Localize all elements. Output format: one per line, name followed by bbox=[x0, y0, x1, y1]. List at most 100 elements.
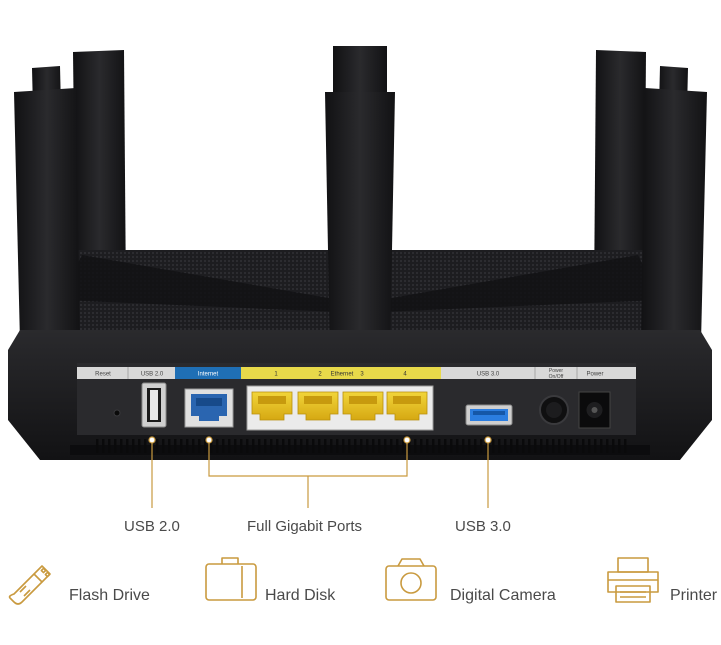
vent-slot bbox=[276, 439, 279, 453]
vent-slot bbox=[528, 439, 531, 453]
label-eth-3: 3 bbox=[360, 372, 364, 378]
vent-slot bbox=[450, 439, 453, 453]
vent-slot bbox=[534, 439, 537, 453]
device-digital-camera-label: Digital Camera bbox=[450, 587, 556, 604]
vent-slot bbox=[186, 439, 189, 453]
vent-slot bbox=[618, 439, 621, 453]
usb2-port[interactable] bbox=[141, 382, 167, 428]
vent-slot bbox=[606, 439, 609, 453]
vent-slot bbox=[282, 439, 285, 453]
vent-slot bbox=[114, 439, 117, 453]
vent-slots bbox=[96, 439, 627, 453]
vent-slot bbox=[420, 439, 423, 453]
callout-lines bbox=[148, 436, 492, 508]
label-reset: Reset bbox=[95, 372, 111, 378]
vent-slot bbox=[342, 439, 345, 453]
vent-slot bbox=[492, 439, 495, 453]
vent-slot bbox=[162, 439, 165, 453]
vent-slot bbox=[138, 439, 141, 453]
antenna-center-front bbox=[325, 92, 395, 355]
vent-slot bbox=[594, 439, 597, 453]
ethernet-port-3[interactable] bbox=[342, 391, 384, 421]
callout-usb2: USB 2.0 bbox=[124, 518, 180, 535]
vent-slot bbox=[612, 439, 615, 453]
vent-slot bbox=[246, 439, 249, 453]
vent-slot bbox=[252, 439, 255, 453]
vent-slot bbox=[552, 439, 555, 453]
label-eth-4: 4 bbox=[403, 372, 407, 378]
power-switch[interactable] bbox=[539, 395, 569, 425]
callout-gigabit-ports: Full Gigabit Ports bbox=[247, 518, 363, 535]
vent-slot bbox=[132, 439, 135, 453]
vent-slot bbox=[372, 439, 375, 453]
vent-slot bbox=[570, 439, 573, 453]
vent-slot bbox=[480, 439, 483, 453]
vent-slot bbox=[234, 439, 237, 453]
vent-slot bbox=[318, 439, 321, 453]
device-flash-drive-label: Flash Drive bbox=[69, 587, 150, 604]
reset-hole[interactable] bbox=[113, 409, 121, 417]
vent-slot bbox=[300, 439, 303, 453]
vent-slot bbox=[258, 439, 261, 453]
vent-slot bbox=[522, 439, 525, 453]
vent-slot bbox=[366, 439, 369, 453]
vent-slot bbox=[600, 439, 603, 453]
vent-slot bbox=[324, 439, 327, 453]
vent-slot bbox=[108, 439, 111, 453]
vent-slot bbox=[378, 439, 381, 453]
vent-slot bbox=[156, 439, 159, 453]
vent-slot bbox=[120, 439, 123, 453]
vent-slot bbox=[564, 439, 567, 453]
label-internet: Internet bbox=[198, 372, 219, 378]
vent-slot bbox=[414, 439, 417, 453]
vent-slot bbox=[180, 439, 183, 453]
device-hard-disk-label: Hard Disk bbox=[265, 587, 336, 604]
label-ethernet: Ethernet bbox=[331, 372, 354, 378]
ethernet-port-4[interactable] bbox=[386, 391, 428, 421]
ethernet-port-2[interactable] bbox=[297, 391, 339, 421]
vent-slot bbox=[360, 439, 363, 453]
vent-slot bbox=[168, 439, 171, 453]
vent-slot bbox=[216, 439, 219, 453]
power-jack[interactable] bbox=[578, 391, 611, 429]
vent-slot bbox=[336, 439, 339, 453]
antenna-front-right bbox=[641, 88, 707, 342]
antenna-front-left bbox=[14, 88, 80, 342]
digital-camera-icon bbox=[385, 558, 437, 601]
vent-slot bbox=[210, 439, 213, 453]
usb3-port[interactable] bbox=[465, 404, 513, 426]
vent-slot bbox=[474, 439, 477, 453]
flash-drive-icon bbox=[8, 565, 51, 605]
vent-slot bbox=[270, 439, 273, 453]
vent-slot bbox=[498, 439, 501, 453]
vent-slot bbox=[462, 439, 465, 453]
vent-slot bbox=[330, 439, 333, 453]
vent-slot bbox=[438, 439, 441, 453]
ethernet-port-1[interactable] bbox=[251, 391, 293, 421]
label-power-onoff-line2: On/Off bbox=[549, 374, 564, 380]
vent-slot bbox=[486, 439, 489, 453]
vent-slot bbox=[402, 439, 405, 453]
vent-slot bbox=[624, 439, 627, 453]
vent-slot bbox=[126, 439, 129, 453]
vent-slot bbox=[408, 439, 411, 453]
vent-slot bbox=[306, 439, 309, 453]
vent-slot bbox=[150, 439, 153, 453]
vent-slot bbox=[264, 439, 267, 453]
vent-slot bbox=[174, 439, 177, 453]
internet-port[interactable] bbox=[184, 388, 234, 428]
vent-slot bbox=[294, 439, 297, 453]
label-usb2: USB 2.0 bbox=[141, 372, 164, 378]
vent-slot bbox=[222, 439, 225, 453]
vent-slot bbox=[390, 439, 393, 453]
vent-slot bbox=[456, 439, 459, 453]
vent-slot bbox=[516, 439, 519, 453]
printer-icon bbox=[607, 557, 659, 603]
vent-slot bbox=[588, 439, 591, 453]
vent-slot bbox=[426, 439, 429, 453]
hard-disk-icon bbox=[205, 557, 257, 601]
vent-slot bbox=[198, 439, 201, 453]
vent-slot bbox=[468, 439, 471, 453]
label-eth-2: 2 bbox=[318, 372, 322, 378]
